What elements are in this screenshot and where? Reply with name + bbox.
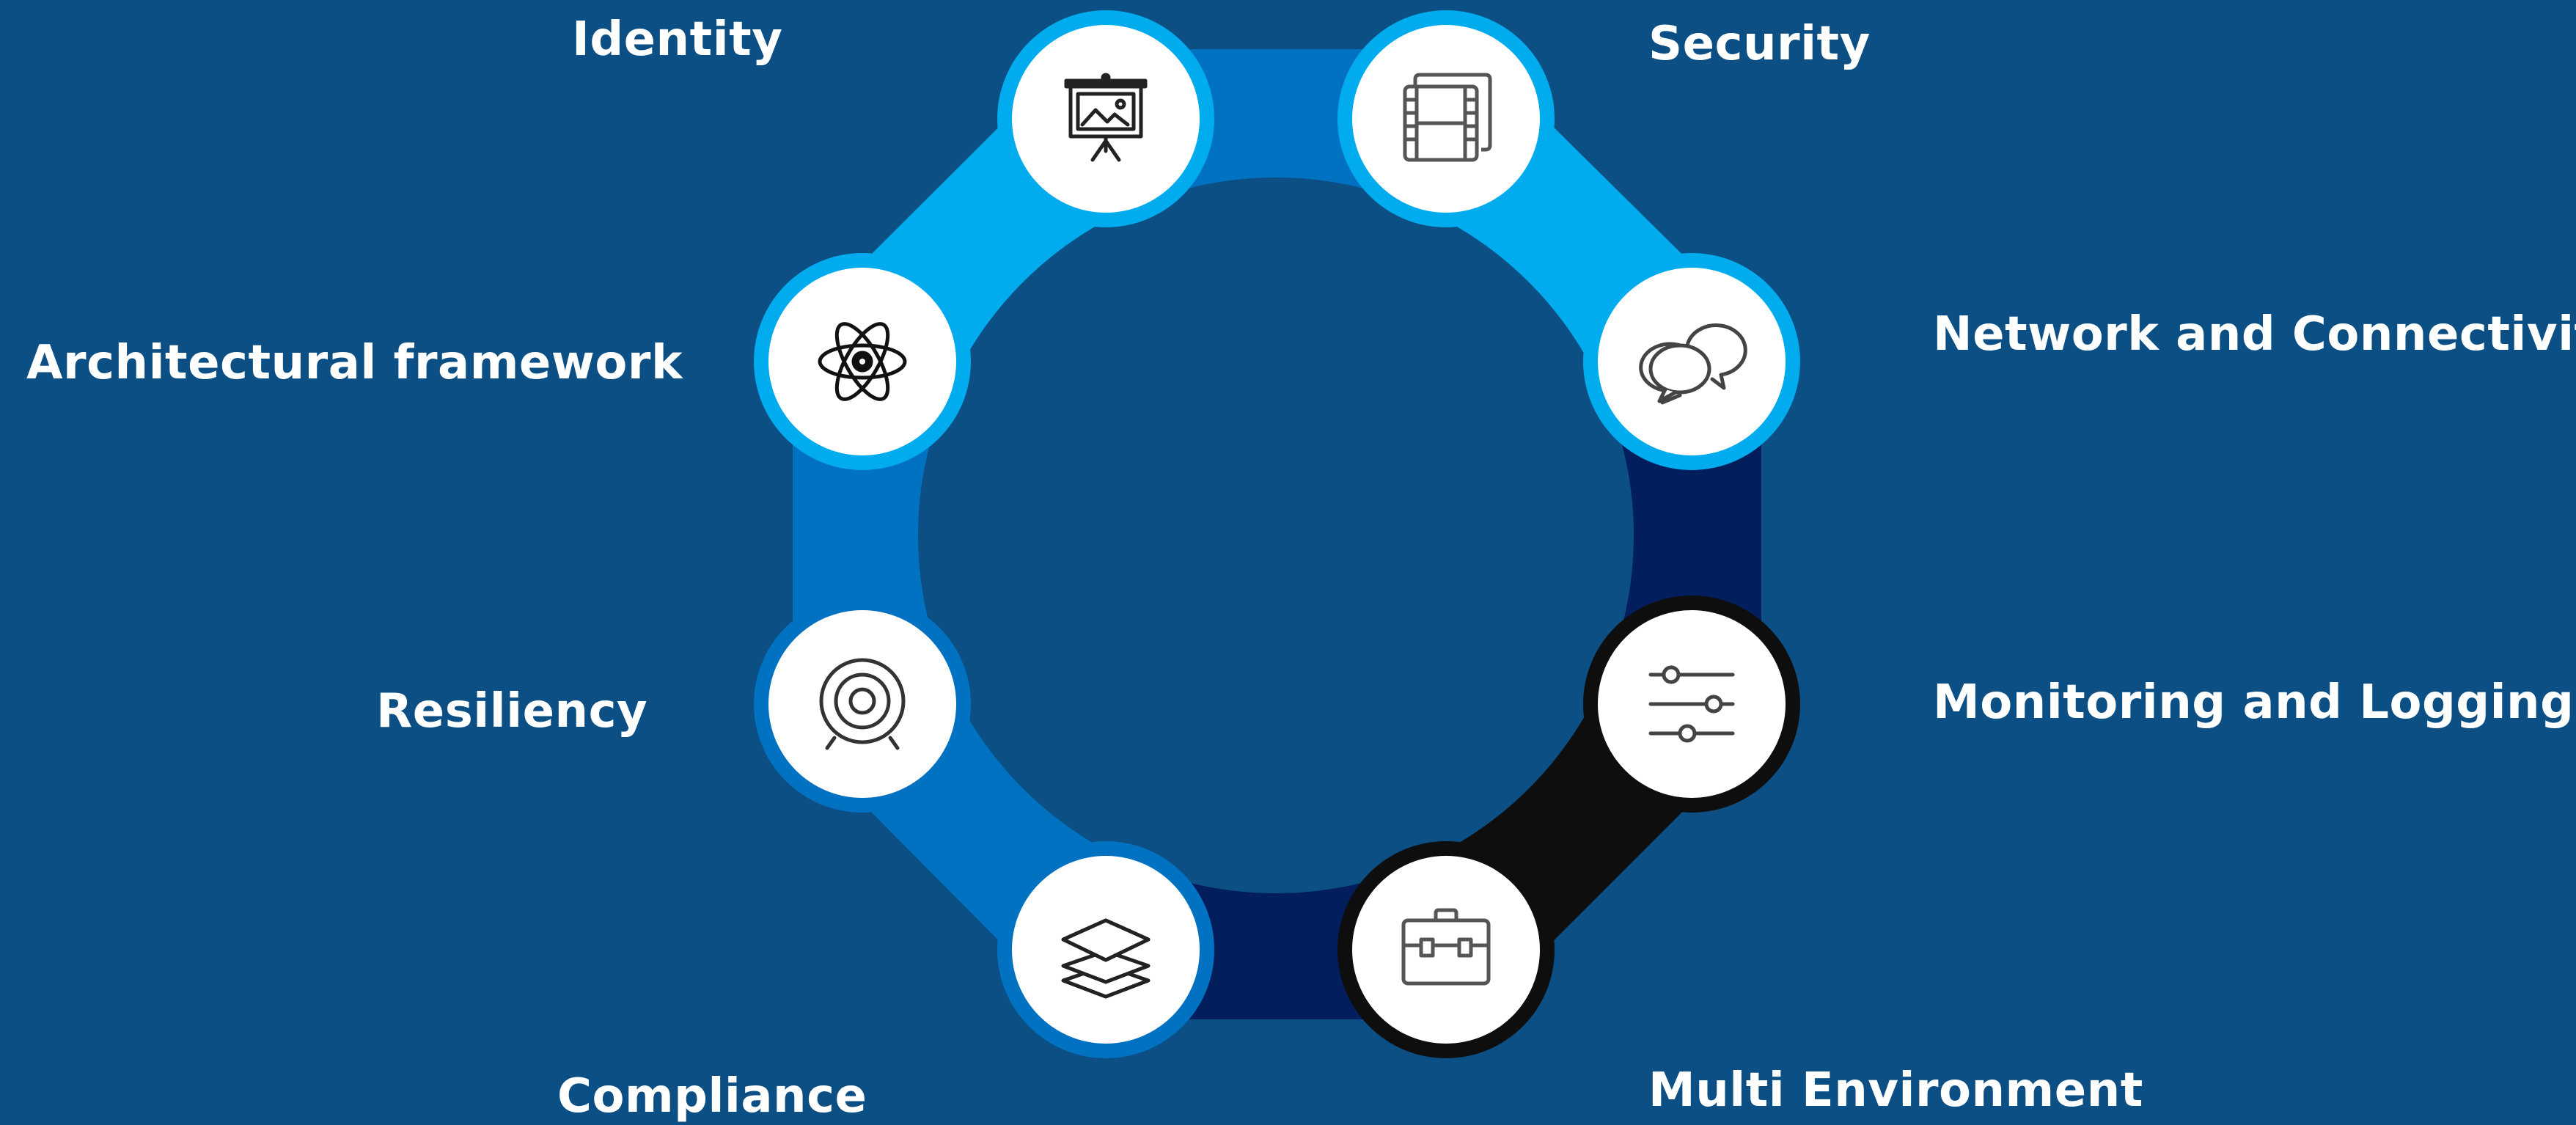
atom-icon [818, 322, 907, 401]
label-identity: Identity [572, 12, 783, 67]
node-disc-resiliency [768, 610, 956, 798]
label-monitoring-logging: Monitoring and Logging [1933, 675, 2575, 730]
chat-bubbles-icon [1639, 323, 1747, 405]
label-resiliency: Resiliency [376, 684, 648, 739]
node-disc-multi [1352, 856, 1540, 1044]
toolbox-icon [1401, 908, 1491, 986]
node-disc-security [1352, 25, 1540, 213]
node-discs [768, 25, 1786, 1044]
target-icon [819, 658, 906, 750]
film-stack-icon [1403, 73, 1492, 162]
sliders-icon [1648, 665, 1735, 743]
ring-connectors [793, 49, 1761, 1019]
layers-icon [1061, 918, 1151, 999]
label-security: Security [1648, 17, 1871, 71]
label-network-connectivity: Network and Connectivity [1933, 307, 2576, 362]
label-compliance: Compliance [557, 1069, 867, 1124]
presentation-board-icon [1064, 73, 1148, 162]
label-architectural-framework: Architectural framework [26, 336, 683, 390]
label-multi-environment: Multi Environment [1648, 1063, 2143, 1118]
